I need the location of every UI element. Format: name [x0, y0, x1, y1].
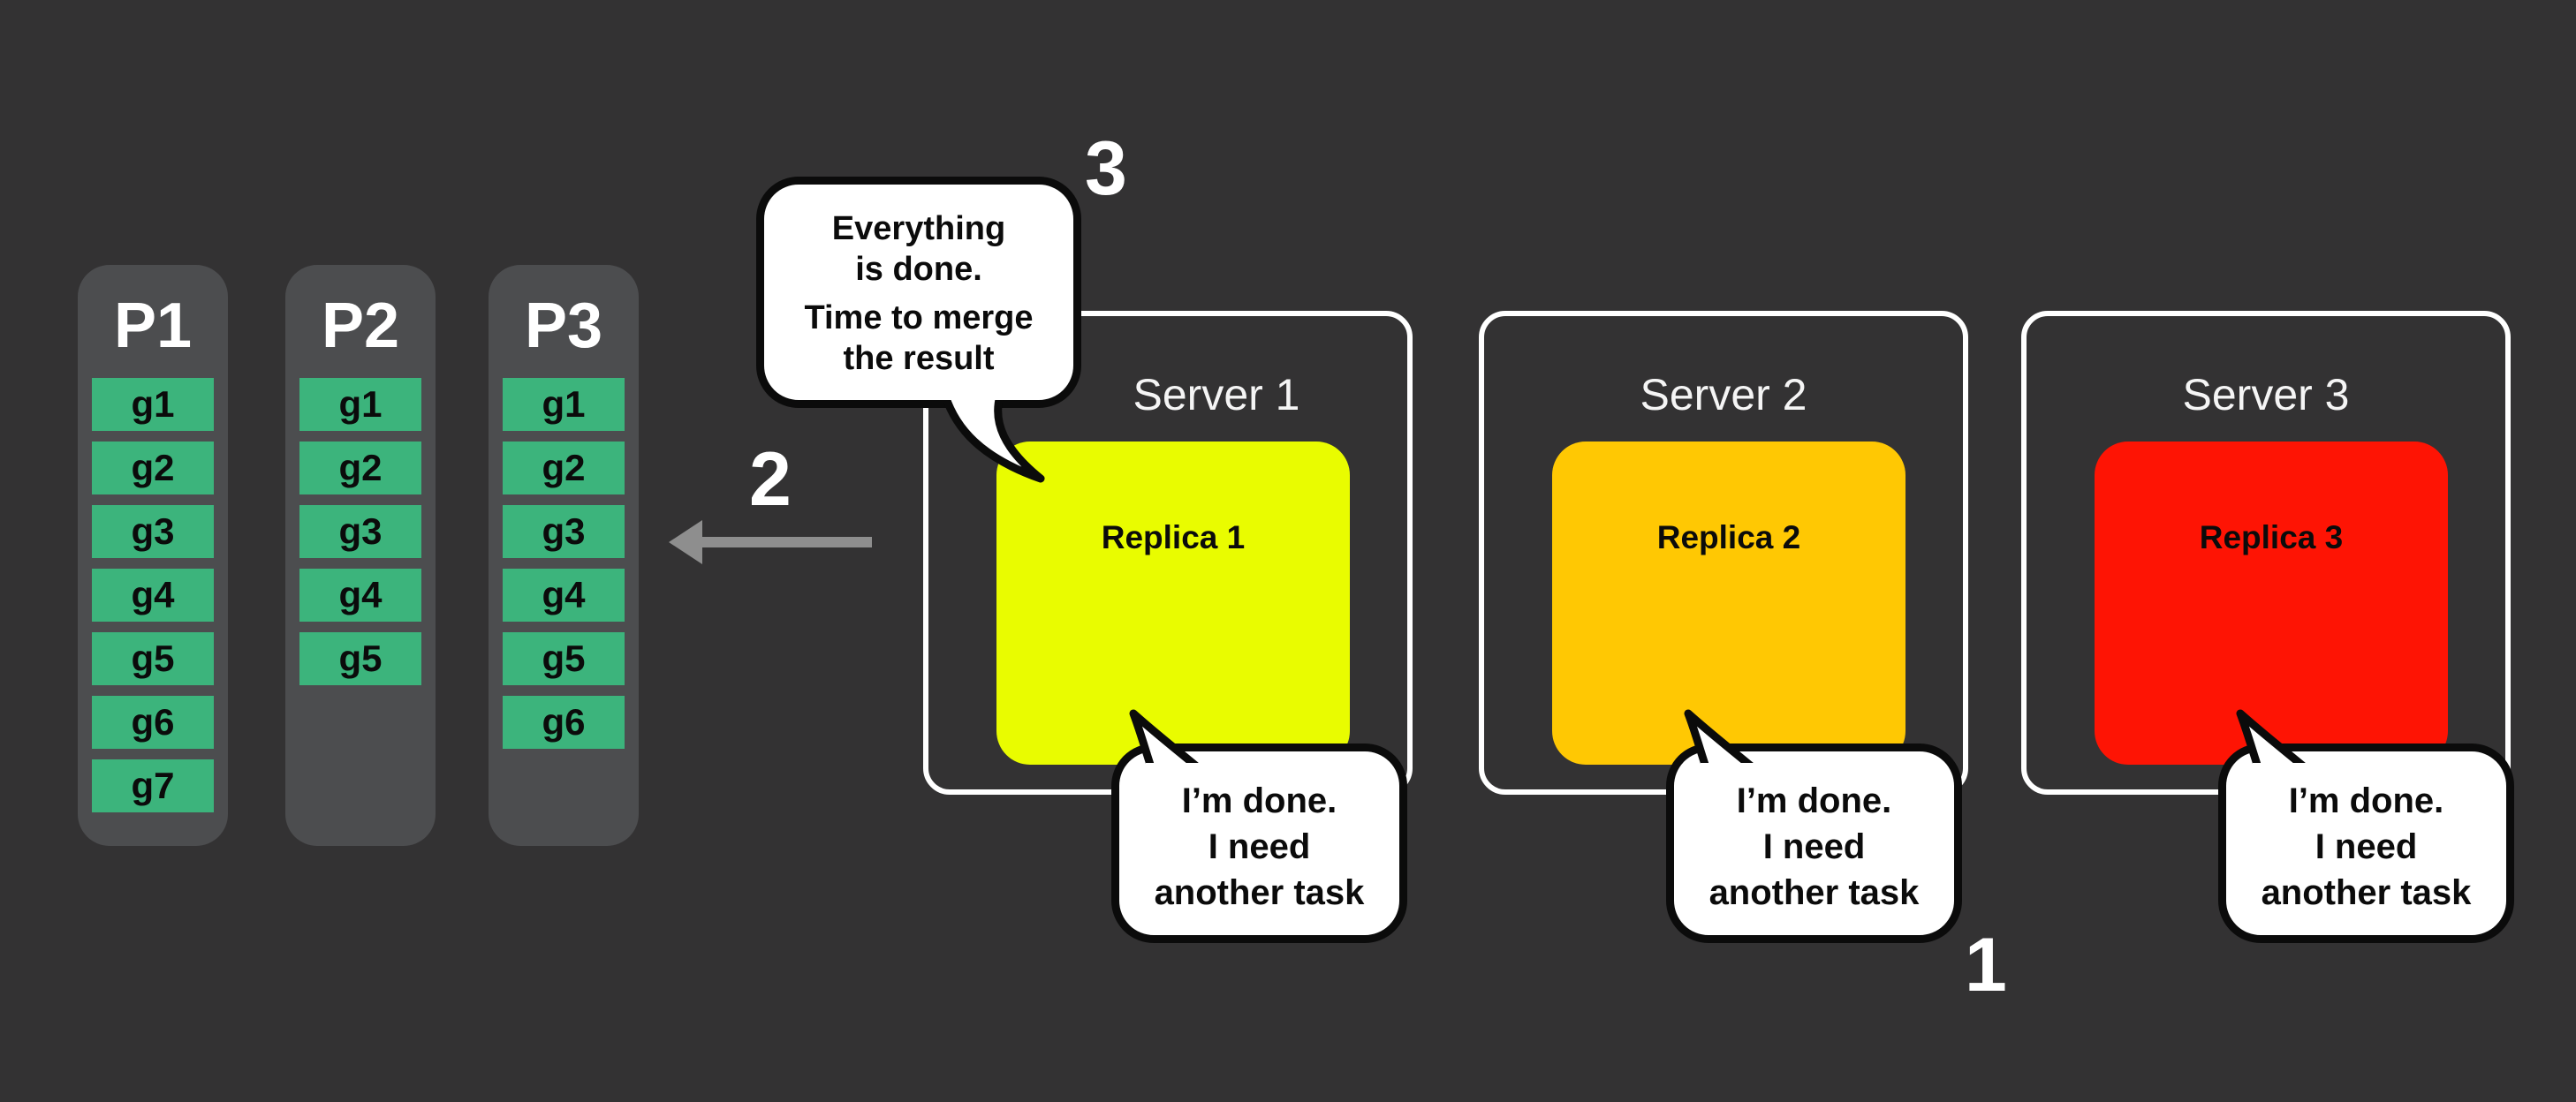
done-speech-bubble-1: I’m done. I need another task — [1111, 709, 1407, 943]
task-chunk: g5 — [92, 632, 214, 685]
bubble-tail-icon — [1684, 709, 1763, 777]
task-chunk: g3 — [299, 505, 421, 558]
bubble-tail-icon — [1129, 709, 1208, 777]
bubble-tail-icon — [2236, 709, 2315, 777]
partition-title: P3 — [524, 291, 603, 361]
bubble-text-line: I need — [1208, 827, 1311, 866]
bubble-text-line: I’m done. — [1736, 781, 1892, 820]
done-speech-bubble-2: I’m done. I need another task — [1666, 709, 1962, 943]
bubble-tail-patch — [1701, 763, 1764, 778]
bubble-text-line: I’m done. — [2288, 781, 2444, 820]
merge-arrow-icon — [669, 520, 872, 564]
bubble-text-line: Time to merge — [804, 299, 1034, 336]
server-2-label: Server 2 — [1640, 370, 1807, 419]
server-1-box: Server 1 Replica 1 — [923, 311, 1413, 795]
task-chunk: g4 — [299, 569, 421, 622]
task-chunk: g4 — [92, 569, 214, 622]
task-chunk: g2 — [503, 442, 625, 494]
server-3-box: Server 3 Replica 3 — [2021, 311, 2511, 795]
bubble-tail-patch — [938, 383, 1007, 400]
task-chunk: g4 — [503, 569, 625, 622]
task-chunk: g5 — [503, 632, 625, 685]
bubble-text-line: another task — [2261, 873, 2472, 912]
step-3-label: 3 — [1085, 126, 1127, 211]
task-chunk: g3 — [503, 505, 625, 558]
bubble-text-line: another task — [1708, 873, 1920, 912]
done-speech-bubble-3: I’m done. I need another task — [2218, 709, 2514, 943]
bubble-text-line: I need — [2315, 827, 2418, 866]
server-1-label: Server 1 — [1133, 370, 1300, 419]
task-chunk: g6 — [92, 696, 214, 749]
partition-p2: P2 g1 g2 g3 g4 g5 — [285, 265, 436, 846]
task-chunk: g5 — [299, 632, 421, 685]
partition-title: P1 — [113, 291, 193, 361]
replica-1-label: Replica 1 — [1101, 519, 1246, 555]
task-chunk: g1 — [299, 378, 421, 431]
task-chunk: g6 — [503, 696, 625, 749]
task-chunk: g2 — [299, 442, 421, 494]
task-chunk: g3 — [92, 505, 214, 558]
step-1-label: 1 — [1965, 923, 2007, 1008]
partition-p1: P1 g1 g2 g3 g4 g5 g6 g7 — [78, 265, 228, 846]
replica-1: Replica 1 — [996, 442, 1350, 765]
bubble-text-line: another task — [1154, 873, 1365, 912]
replica-2: Replica 2 — [1552, 442, 1905, 765]
partition-title: P2 — [321, 291, 400, 361]
bubble-text-line: I need — [1762, 827, 1866, 866]
task-chunk: g1 — [92, 378, 214, 431]
server-3-label: Server 3 — [2182, 370, 2350, 419]
task-chunk: g7 — [92, 759, 214, 812]
replica-2-label: Replica 2 — [1656, 519, 1801, 555]
bubble-text-line: is done. — [855, 251, 982, 288]
bubble-text-line: the result — [843, 340, 995, 377]
bubble-text-line: Everything — [831, 210, 1006, 247]
merge-speech-bubble: Everything is done. Time to merge the re… — [756, 177, 1081, 483]
bubble-text-line: I’m done. — [1181, 781, 1337, 820]
task-chunk: g2 — [92, 442, 214, 494]
replica-3: Replica 3 — [2095, 442, 2448, 765]
replica-3-label: Replica 3 — [2199, 519, 2344, 555]
task-chunk: g1 — [503, 378, 625, 431]
bubble-tail-patch — [2253, 763, 2316, 778]
step-2-label: 2 — [749, 437, 792, 522]
bubble-tail-icon — [941, 391, 1045, 483]
partition-p3: P3 g1 g2 g3 g4 g5 g6 — [489, 265, 639, 846]
bubble-tail-patch — [1146, 763, 1209, 778]
